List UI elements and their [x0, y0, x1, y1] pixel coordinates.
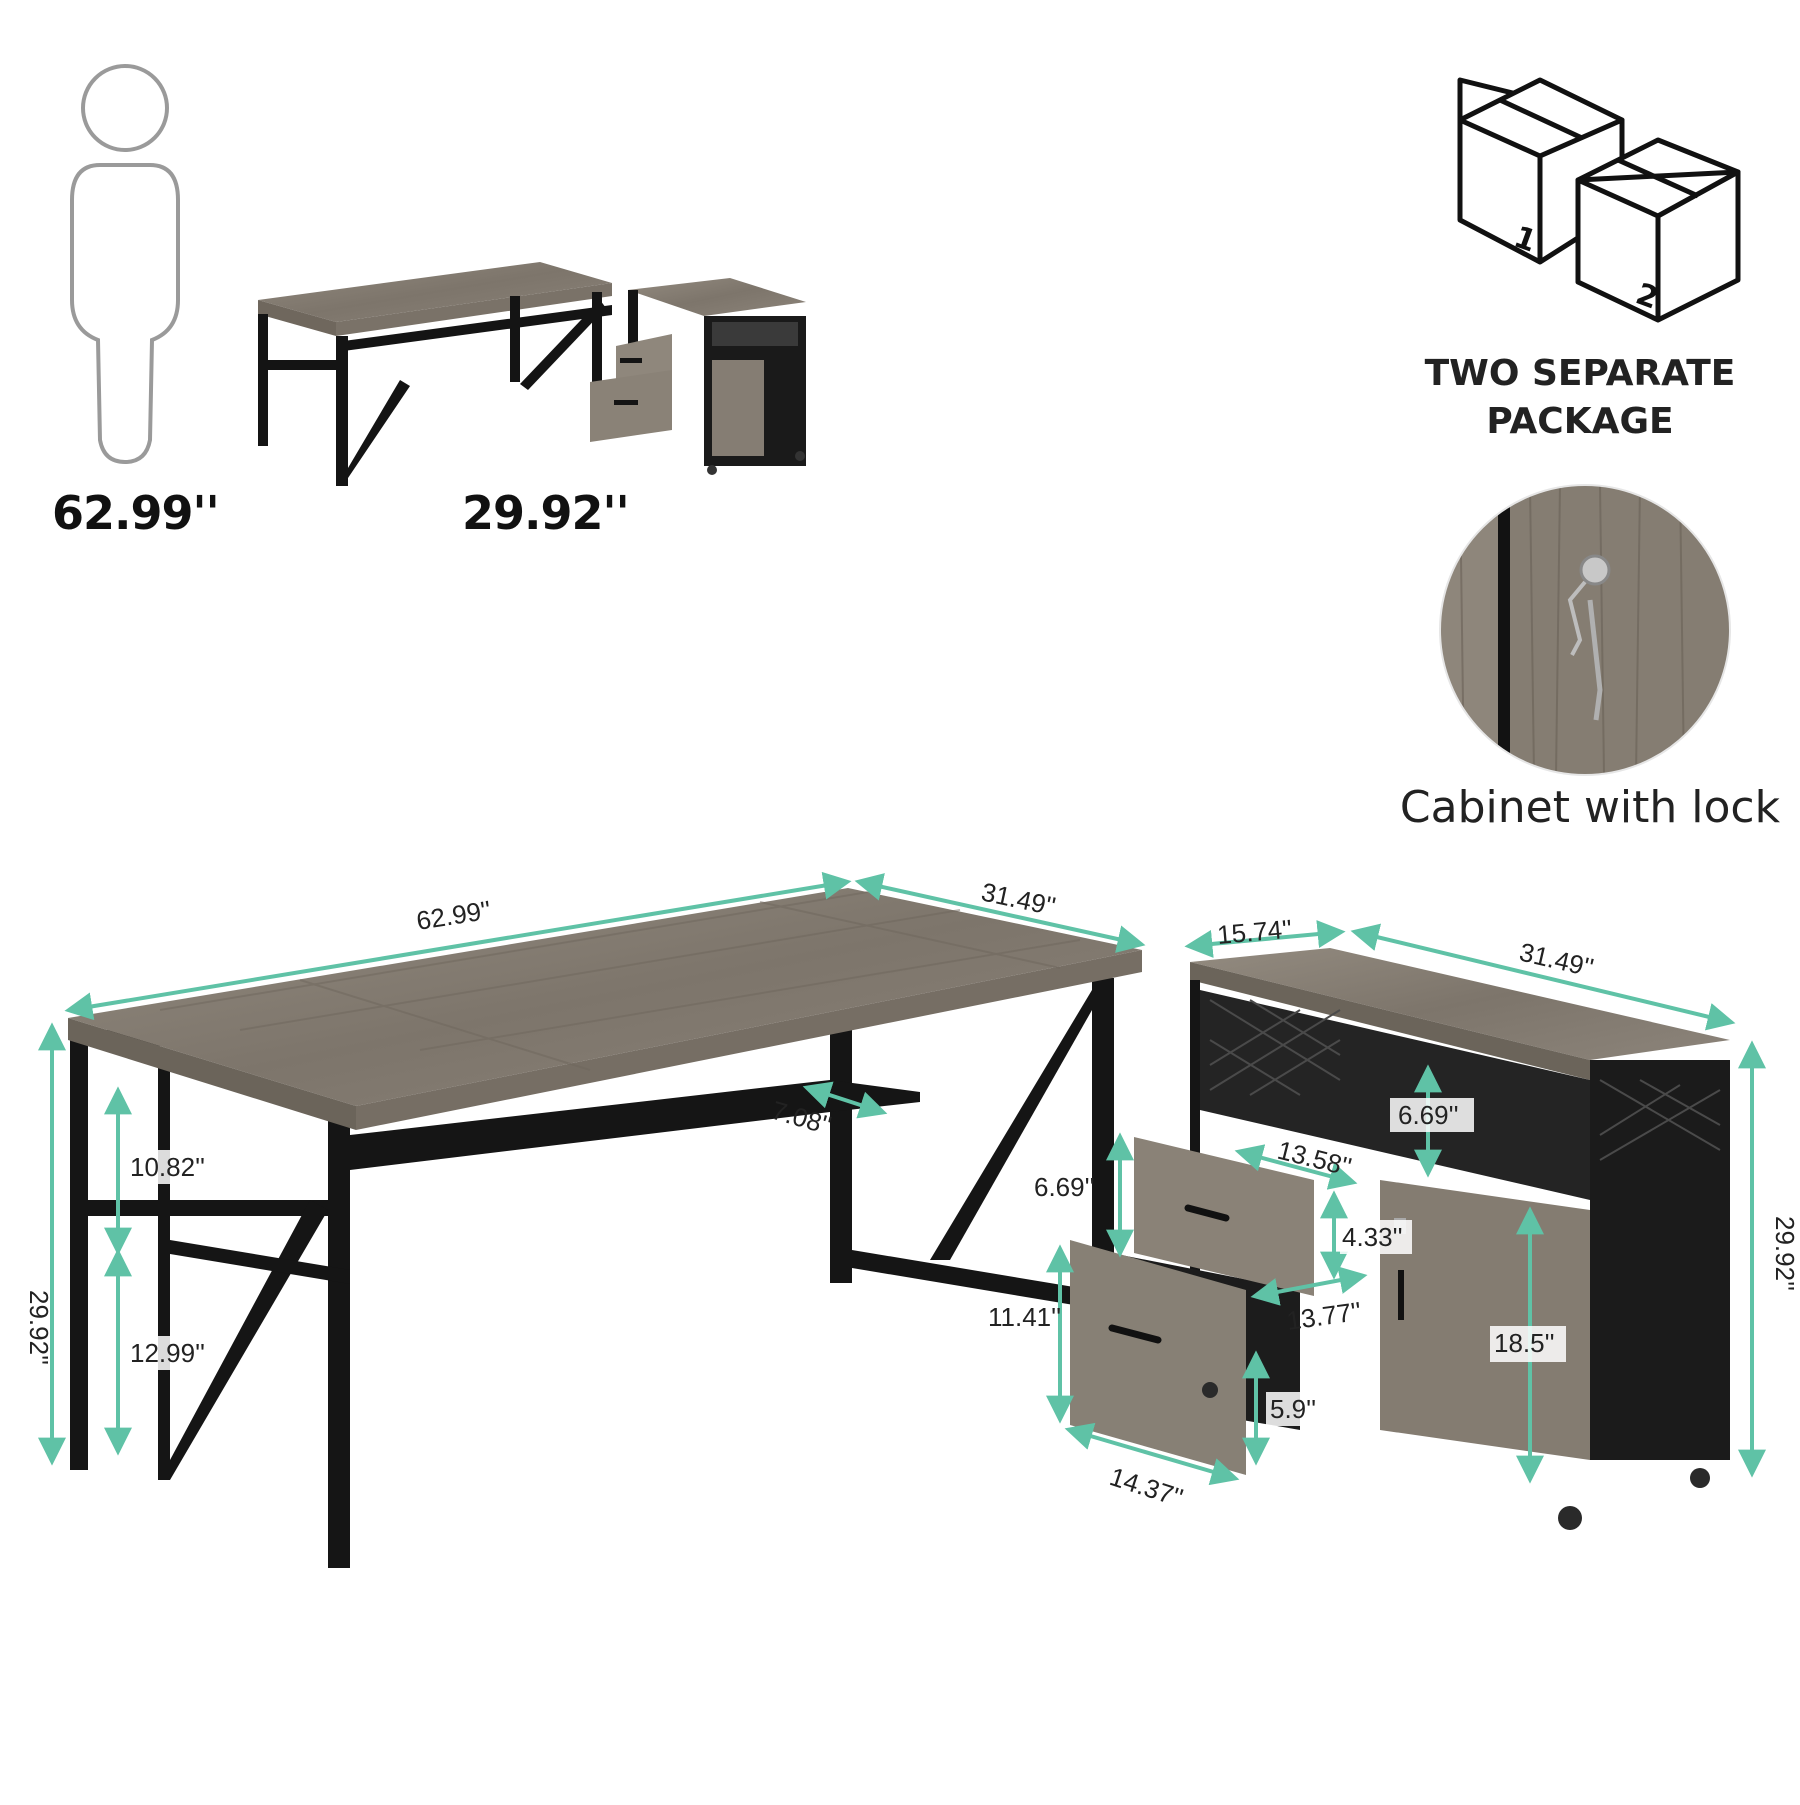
cabinet-depth-label: 15.74''	[1216, 914, 1293, 950]
file-drawer-inner-height-label: 5.9''	[1270, 1394, 1316, 1424]
desk-upper-shelf-height-label: 10.82''	[130, 1152, 205, 1182]
desk-lower-shelf-height-label: 12.99''	[130, 1338, 205, 1368]
door-height-label: 18.5''	[1494, 1328, 1555, 1358]
package-caption-line2: PACKAGE	[1486, 401, 1674, 442]
desk-overview-illustration	[258, 262, 806, 486]
cabinet-width-label: 31.49''	[1517, 937, 1597, 983]
package-icon	[1457, 77, 1741, 323]
cabinet-height-label: 29.92''	[1770, 1216, 1800, 1291]
file-drawer-width-label: 14.37''	[1106, 1461, 1187, 1513]
top-drawer-height-label: 6.69''	[1034, 1172, 1095, 1202]
lock-detail-frame	[1439, 484, 1731, 776]
desk-illustration	[68, 888, 1142, 1568]
lock-detail-image	[1440, 485, 1730, 775]
lock-caption: Cabinet with lock	[1399, 782, 1781, 833]
open-shelf-height-label: 6.69''	[1398, 1100, 1459, 1130]
desk-length-label: 62.99''	[414, 895, 493, 936]
person-height-label: 62.99''	[52, 486, 220, 540]
person-silhouette-icon	[70, 64, 180, 465]
file-drawer-height-label: 11.41''	[988, 1302, 1061, 1332]
package-caption: TWO SEPARATE PACKAGE	[1380, 350, 1780, 446]
top-drawer-inner-height-label: 4.33''	[1342, 1222, 1403, 1252]
package-caption-line1: TWO SEPARATE	[1424, 353, 1736, 394]
desk-height-overview-label: 29.92''	[462, 486, 630, 540]
label-backgrounds	[126, 1098, 1566, 1426]
desk-depth-label: 31.49''	[979, 877, 1059, 922]
desk-height-label: 29.92''	[24, 1290, 54, 1365]
